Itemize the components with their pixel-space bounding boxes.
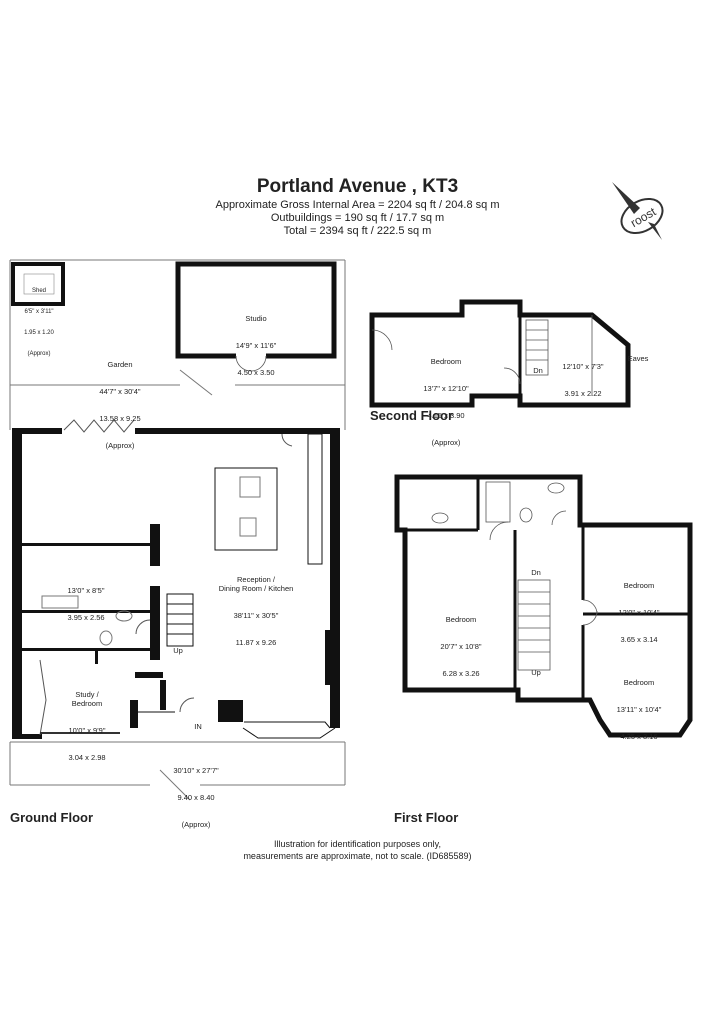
first-floor-label: First Floor [394,810,459,825]
shed-approx: (Approx) [27,351,51,357]
first-bedroom3-label: Bedroom 13'11" x 10'4" 4.25 x 3.16 [604,660,674,750]
first-bedroom3-metric: 4.25 x 3.16 [620,732,658,741]
ground-up-label: Up [173,646,183,655]
shed-metric: 1.95 x 1.20 [24,330,54,336]
first-dn-label: Dn [531,568,541,577]
gross-area-text: Approximate Gross Internal Area = 2204 s… [215,199,500,211]
utility-label: 13'0" x 8'5" 3.95 x 2.56 [46,568,126,631]
garden-label: Garden 44'7" x 30'4" 13.58 x 9.25 (Appro… [70,342,170,459]
compass-icon: roost [612,182,664,240]
first-bedroom3-name: Bedroom [623,678,655,687]
first-bedroom1-name: Bedroom [445,615,477,624]
first-bedroom2-metric: 3.65 x 3.14 [620,635,658,644]
disclaimer-line1: Illustration for identification purposes… [274,839,441,849]
second-room-imperial: 12'10" x 7'3" [562,362,604,371]
second-bedroom-name: Bedroom [430,357,462,366]
second-bedroom-metric: 4.15 x 3.90 [427,411,465,420]
first-bedroom1-imperial: 20'7" x 10'8" [440,642,482,651]
roost-logo: roost [604,178,684,250]
utility-imperial: 13'0" x 8'5" [67,586,105,595]
shed-imperial: 6'5" x 3'11" [24,309,54,315]
second-bedroom-imperial: 13'7" x 12'10" [423,384,469,393]
first-bedroom1-label: Bedroom 20'7" x 10'8" 6.28 x 3.26 [426,597,496,687]
studio-label: Studio 14'9" x 11'6" 4.50 x 3.50 [206,296,306,386]
garden-name: Garden [107,360,133,369]
outbuildings-text: Outbuildings = 190 sq ft / 17.7 sq m [270,212,445,224]
front-approx: (Approx) [181,820,211,829]
first-up-label: Up [531,668,541,677]
first-floor-walls [394,474,693,738]
study-imperial: 10'0" x 9'9" [68,726,106,735]
ground-floor-walls [12,428,340,739]
reception-label: Reception / Dining Room / Kitchen 38'11"… [196,557,316,656]
second-floor-label: Second Floor [370,408,454,423]
front-metric: 9.40 x 8.40 [177,793,215,802]
first-bedroom2-label: Bedroom 12'0" x 10'4" 3.65 x 3.14 [604,563,674,653]
study-name: Study / Bedroom [71,690,103,708]
garden-metric: 13.58 x 9.25 [99,414,141,423]
second-room-label: 12'10" x 7'3" 3.91 x 2.22 [548,344,618,407]
garden-approx: (Approx) [105,441,135,450]
second-bedroom-label: Bedroom 13'7" x 12'10" 4.15 x 3.90 (Appr… [406,339,486,456]
reception-metric: 11.87 x 9.26 [235,638,277,647]
disclaimer-line2: measurements are approximate, not to sca… [243,851,472,861]
studio-metric: 4.50 x 3.50 [237,368,275,377]
front-label: 30'10" x 27'7" 9.40 x 8.40 (Approx) [156,748,236,838]
ground-floor-label: Ground Floor [10,810,94,825]
garden-imperial: 44'7" x 30'4" [99,387,141,396]
reception-imperial: 38'11" x 30'5" [233,611,279,620]
first-bedroom3-imperial: 13'11" x 10'4" [616,705,662,714]
ground-in-label: IN [194,722,202,731]
second-room-metric: 3.91 x 2.22 [564,389,602,398]
studio-name: Studio [245,314,267,323]
eaves-label: Eaves [627,354,649,363]
second-dn-label: Dn [533,366,543,375]
study-metric: 3.04 x 2.98 [68,753,106,762]
shed-name: Shed [31,288,46,294]
second-bedroom-approx: (Approx) [431,438,461,447]
front-imperial: 30'10" x 27'7" [173,766,219,775]
reception-name: Reception / Dining Room / Kitchen [218,575,294,593]
studio-imperial: 14'9" x 11'6" [235,341,277,350]
first-bedroom2-imperial: 12'0" x 10'4" [618,608,660,617]
utility-metric: 3.95 x 2.56 [67,613,105,622]
first-bedroom2-name: Bedroom [623,581,655,590]
plan-title: Portland Avenue , KT3 [256,176,459,197]
study-label: Study / Bedroom 10'0" x 9'9" 3.04 x 2.98 [52,672,122,771]
shed-label: Shed 6'5" x 3'11" 1.95 x 1.20 (Approx) [19,274,59,365]
first-bedroom1-metric: 6.28 x 3.26 [442,669,480,678]
shed-outline [11,262,65,306]
total-area-text: Total = 2394 sq ft / 222.5 sq m [283,225,432,237]
